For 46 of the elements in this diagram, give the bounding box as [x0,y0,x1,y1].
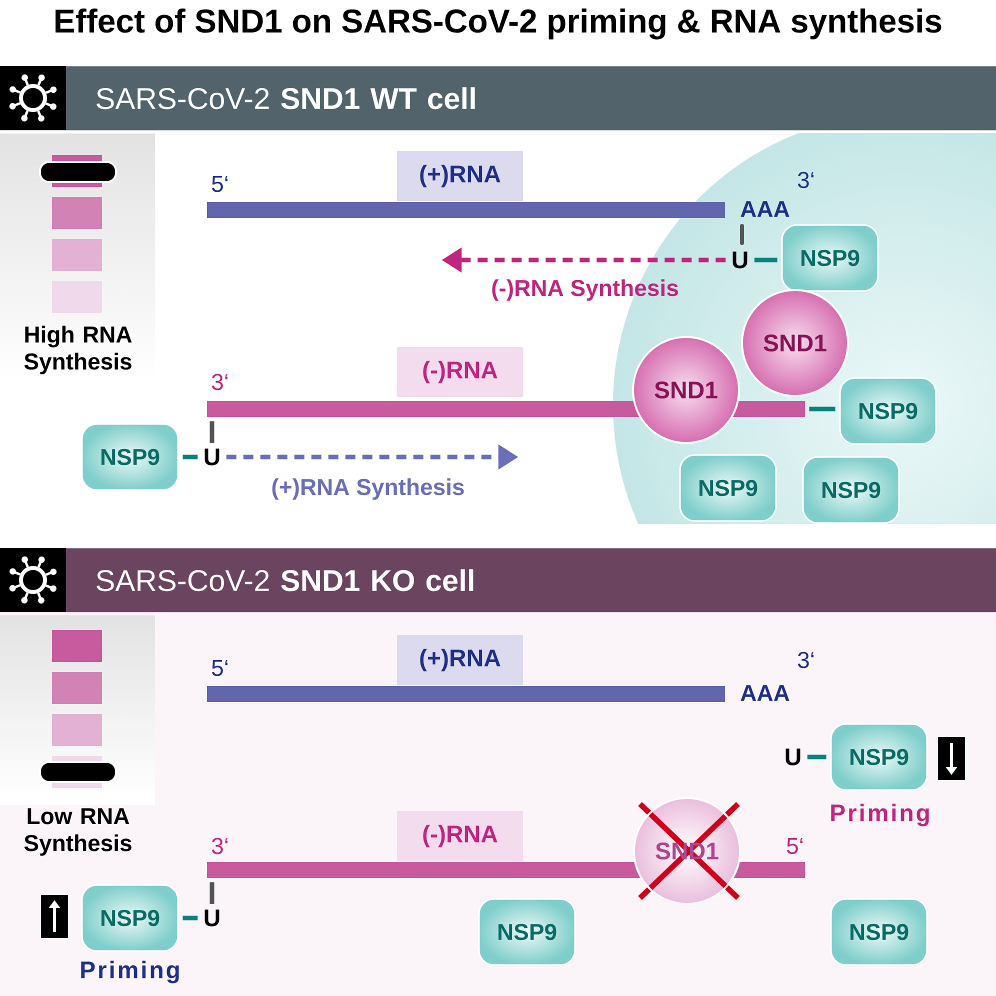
priming-label: Priming [831,804,929,826]
uridine-label: U [204,448,220,466]
strand-end-label: 3‘ [212,374,228,390]
rna-strand [207,202,725,218]
strand-end-label: 5‘ [786,838,803,854]
strand-end-label: 3‘ [212,838,228,854]
section-banner: SARS-CoV-2 SND1 WT cell [0,66,996,130]
uridine-label: U [732,252,748,268]
snd1-protein: SND1 [741,289,849,397]
synthesis-label: High RNA Synthesis [24,326,132,374]
link-line [754,258,778,262]
link-line [809,406,836,412]
base-pair-tick [210,421,214,443]
nsp9-protein: NSP9 [781,224,879,292]
rna-label-box: (+)RNA [397,151,523,201]
edge-label: (-)RNA Synthesis [492,279,678,301]
strand-end-label: 5‘ [212,660,228,676]
nsp9-protein: NSP9 [81,423,179,491]
nsp9-protein: NSP9 [802,456,900,524]
edge-label: (+)RNA Synthesis [272,478,464,500]
section-banner: SARS-CoV-2 SND1 KO cell [0,548,996,612]
strand-end-label: AAA [740,685,790,701]
uridine-label: U [786,748,800,766]
synthesis-label: Low RNA Synthesis [24,808,132,856]
nsp9-protein: NSP9 [679,454,777,522]
snd1-protein: SND1 [632,336,740,444]
uridine-label: U [204,910,220,926]
rna-strand [207,686,725,702]
strand-end-label: 3‘ [798,172,814,188]
rna-label-box: (+)RNA [397,635,523,685]
strand-end-label: 5‘ [212,176,228,192]
title: Effect of SND1 on SARS-CoV-2 priming & RNA synthesis [56,8,942,40]
nsp9-protein: NSP9 [830,723,928,791]
strand-end-label: AAA [740,201,790,217]
strand-end-label: 3‘ [798,652,814,668]
nsp9-protein: NSP9 [478,898,576,966]
link-line [182,454,198,460]
base-pair-tick [210,882,214,904]
priming-label: Priming [81,960,179,984]
nsp9-protein: NSP9 [839,377,937,445]
nsp9-protein: NSP9 [81,884,179,952]
link-line [182,916,198,920]
nsp9-protein: NSP9 [830,898,928,966]
link-line [807,754,826,760]
rna-label-box: (-)RNA [397,811,523,862]
rna-label-box: (-)RNA [397,347,523,397]
